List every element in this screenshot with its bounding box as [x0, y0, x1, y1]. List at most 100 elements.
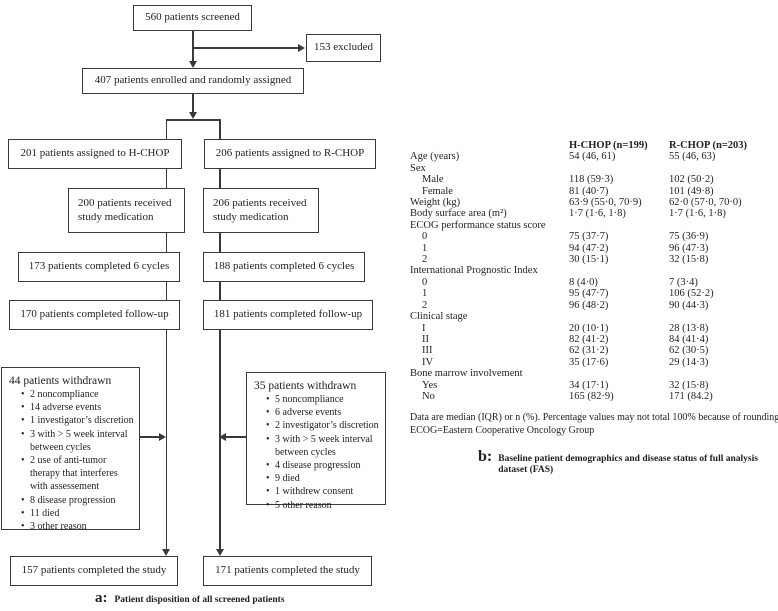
- row-value: 106 (52·2): [669, 288, 714, 300]
- header-spacer: [410, 140, 569, 151]
- withdrawal-reason: 3 with > 5 week interval between cycles: [266, 433, 381, 459]
- row-label: 0: [422, 231, 428, 243]
- arrowhead-icon: [298, 44, 305, 52]
- row-value: 96 (48·2): [569, 299, 609, 311]
- withdrawn-reason-list: 5 noncompliance6 adverse events2 investi…: [254, 393, 381, 512]
- arrowhead-icon: [219, 433, 226, 441]
- row-label: Male: [422, 174, 444, 186]
- flow-box-completed-hchop: 157 patients completed the study: [10, 556, 178, 586]
- row-value: [669, 368, 776, 379]
- row-value: 95 (47·7): [569, 288, 609, 300]
- row-label: 1: [422, 288, 428, 300]
- connector-line: [219, 169, 221, 188]
- row-value: 30 (15·1): [569, 254, 609, 266]
- flow-box-withdrawn-hchop: 44 patients withdrawn 2 noncompliance14 …: [1, 367, 140, 533]
- row-label: IV: [422, 356, 434, 368]
- panel-b-caption-text: Baseline patient demographics and diseas…: [498, 453, 758, 476]
- flow-box-received-hchop: 200 patients received study medication: [68, 188, 185, 233]
- row-label: 0: [422, 276, 428, 288]
- row-value: 118 (59·3): [569, 174, 614, 186]
- flow-box-cycles-rchop: 188 patients completed 6 cycles: [203, 252, 365, 282]
- row-label: 2: [422, 299, 428, 311]
- arrowhead-icon: [162, 549, 170, 556]
- row-value: 55 (46, 63): [669, 151, 716, 163]
- footnote-line: ECOG=Eastern Cooperative Oncology Group: [410, 424, 595, 436]
- connector-line: [165, 169, 167, 188]
- row-value: [569, 163, 669, 174]
- flow-box-cycles-hchop: 173 patients completed 6 cycles: [18, 252, 180, 282]
- row-value: 35 (17·6): [569, 356, 609, 368]
- row-value: [569, 311, 669, 322]
- withdrawal-reason: 1 investigator’s discretion: [21, 414, 135, 427]
- row-value: [669, 265, 776, 276]
- row-value: 90 (44·3): [669, 299, 709, 311]
- table-row: Sex: [410, 163, 776, 174]
- table-row: Bone marrow involvement: [410, 368, 776, 379]
- panel-b-caption: b: Baseline patient demographics and dis…: [478, 447, 776, 477]
- row-label: Yes: [422, 379, 438, 391]
- row-label: Clinical stage: [410, 311, 468, 323]
- panel-a-caption-text: Patient disposition of all screened pati…: [114, 595, 285, 605]
- table-row: ECOG performance status score: [410, 220, 776, 231]
- withdrawal-reason: 4 disease progression: [266, 459, 381, 472]
- table-row: Age (years)54 (46, 61)55 (46, 63): [410, 151, 776, 162]
- table-header-row: H-CHOP (n=199) R-CHOP (n=203): [410, 140, 776, 151]
- row-label: International Prognostic Index: [410, 265, 538, 277]
- connector-line: [219, 232, 221, 252]
- row-label: 1: [422, 242, 428, 254]
- table-row: Clinical stage: [410, 311, 776, 322]
- row-value: 84 (41·4): [669, 333, 709, 345]
- withdrawn-title: 35 patients withdrawn: [254, 380, 357, 392]
- withdrawal-reason: 5 noncompliance: [266, 393, 381, 406]
- row-value: 102 (50·2): [669, 174, 714, 186]
- flow-box-screened: 560 patients screened: [133, 5, 252, 31]
- row-label: No: [422, 390, 435, 402]
- row-value: 20 (10·1): [569, 322, 609, 334]
- table-row: IV 35 (17·6) 29 (14·3): [410, 357, 776, 368]
- header-hchop: H-CHOP (n=199): [569, 140, 648, 151]
- table-footnotes: Data are median (IQR) or n (%). Percenta…: [410, 412, 778, 437]
- row-label: I: [422, 322, 426, 334]
- withdrawal-reason: 3 with > 5 week interval between cycles: [21, 428, 135, 454]
- row-value: [569, 220, 669, 231]
- row-value: 101 (49·8): [669, 185, 714, 197]
- withdrawal-reason: 8 disease progression: [21, 494, 135, 507]
- flow-box-excluded: 153 excluded: [306, 34, 381, 62]
- table-row: International Prognostic Index: [410, 265, 776, 276]
- withdrawn-reason-list: 2 noncompliance14 adverse events1 invest…: [9, 388, 135, 533]
- withdrawal-reason: 6 adverse events: [266, 406, 381, 419]
- withdrawal-reason: 2 use of anti-tumor therapy that interfe…: [21, 454, 135, 494]
- flow-box-assigned-rchop: 206 patients assigned to R-CHOP: [204, 139, 376, 169]
- row-value: 75 (37·7): [569, 231, 609, 243]
- row-label: Female: [422, 185, 453, 197]
- table-row: 1 95 (47·7) 106 (52·2): [410, 288, 776, 299]
- row-value: 29 (14·3): [669, 356, 709, 368]
- connector-line: [165, 119, 167, 139]
- panel-b-caption-label: b:: [478, 447, 493, 465]
- withdrawal-reason: 11 died: [21, 507, 135, 520]
- connector-line: [165, 119, 221, 121]
- row-value: 62 (31·2): [569, 345, 609, 357]
- flow-box-followup-hchop: 170 patients completed follow-up: [9, 300, 180, 330]
- connector-line: [165, 330, 167, 550]
- row-value: [669, 311, 776, 322]
- withdrawal-reason: 14 adverse events: [21, 401, 135, 414]
- row-value: 34 (17·1): [569, 379, 609, 391]
- row-value: 96 (47·3): [669, 242, 709, 254]
- connector-line: [192, 94, 194, 113]
- withdrawal-reason: 2 noncompliance: [21, 388, 135, 401]
- table-row: Body surface area (m²)1·7 (1·6, 1·8)1·7 …: [410, 208, 776, 219]
- withdrawal-reason: 9 died: [266, 472, 381, 485]
- arrowhead-icon: [215, 549, 224, 556]
- flow-box-withdrawn-rchop: 35 patients withdrawn 5 noncompliance6 a…: [246, 372, 386, 512]
- panel-a-caption: a: Patient disposition of all screened p…: [95, 590, 285, 607]
- row-label: Bone marrow involvement: [410, 368, 523, 380]
